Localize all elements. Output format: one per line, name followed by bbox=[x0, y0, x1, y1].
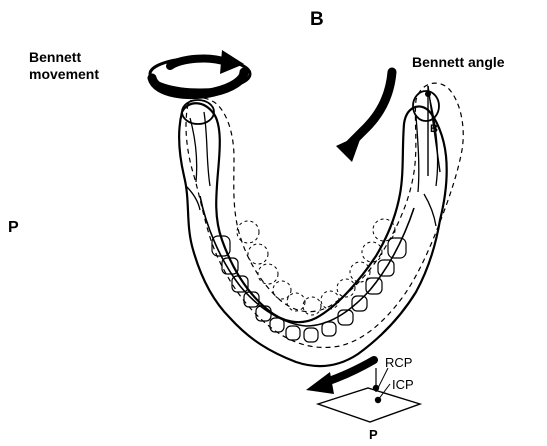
panel-label: B bbox=[310, 10, 324, 29]
bennett-movement-line2: movement bbox=[29, 66, 99, 83]
teeth-left bbox=[212, 236, 300, 340]
bennett-movement-label: Bennett movement bbox=[29, 49, 99, 83]
mandible-inner-outline bbox=[200, 196, 414, 326]
mandible-outer-outline bbox=[179, 103, 447, 366]
bennett-angle-label: Bennett angle bbox=[412, 55, 505, 69]
bennett-movement-line1: Bennett bbox=[29, 49, 99, 66]
icp-label: ICP bbox=[392, 378, 414, 391]
p-left-label: P bbox=[8, 220, 19, 236]
condyle-marker-label: B bbox=[430, 123, 438, 135]
teeth-shifted bbox=[237, 219, 395, 315]
rcp-label: RCP bbox=[385, 356, 412, 369]
rotation-arrow-icon bbox=[150, 50, 250, 95]
p-bottom-label: P bbox=[369, 428, 378, 441]
curved-down-arrow-icon bbox=[336, 72, 392, 162]
